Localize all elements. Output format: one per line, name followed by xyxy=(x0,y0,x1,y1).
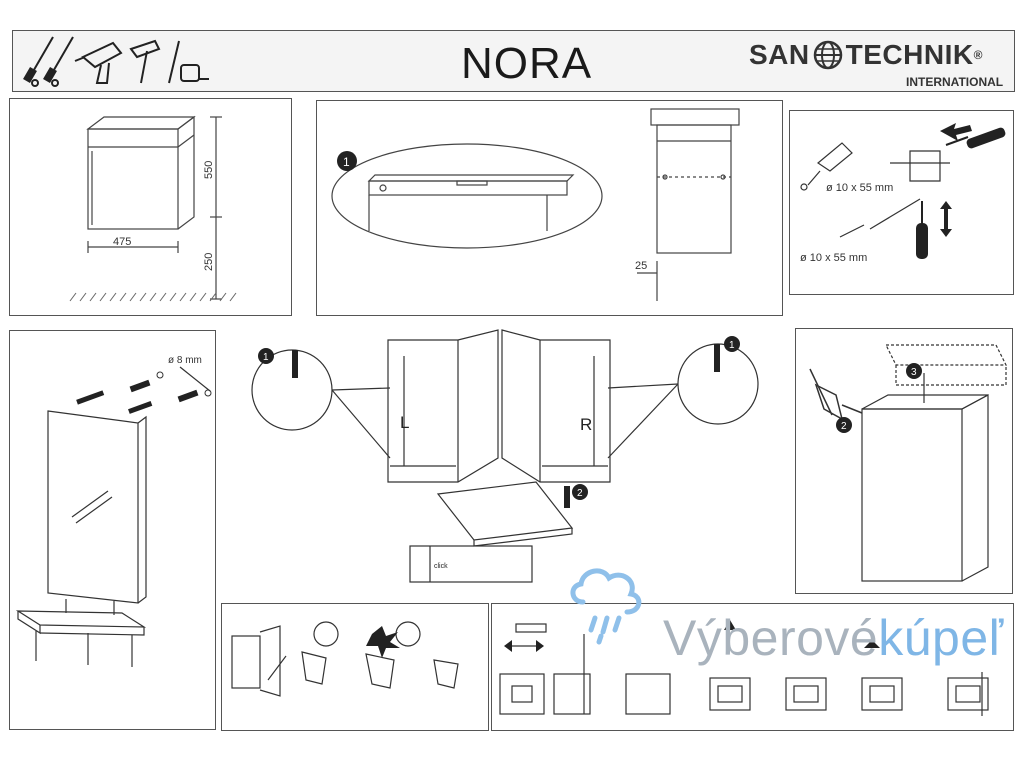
screwdriver-icon xyxy=(23,36,54,87)
screwdriver-icon xyxy=(916,201,928,259)
drill-icon xyxy=(74,41,123,84)
cloud-shower-icon xyxy=(570,568,642,645)
step-number: 2 xyxy=(577,488,583,499)
ruler-icon xyxy=(168,40,180,84)
brand-subtitle: INTERNATIONAL xyxy=(906,75,1004,89)
screwdriver-icon xyxy=(292,350,298,378)
screwdriver-icon xyxy=(714,344,720,372)
basin-drawing: 2 3 xyxy=(809,344,1007,582)
hole-size-label: ø 8 mm xyxy=(168,355,202,366)
panel-door-hinge xyxy=(221,603,489,731)
height-label: 550 xyxy=(203,161,215,179)
tape-measure-icon xyxy=(180,64,209,82)
panel-basin: 2 3 xyxy=(795,328,1013,594)
step-number: 3 xyxy=(911,367,917,378)
sealant-gun-icon xyxy=(809,368,863,421)
step-number: 2 xyxy=(841,421,847,432)
product-name: NORA xyxy=(461,39,593,88)
cabinet-dimension-drawing: 475 550 250 xyxy=(69,115,237,302)
wall-mount-drawing: 1 25 xyxy=(331,108,740,301)
click-burst-icon xyxy=(366,626,400,658)
globe-icon xyxy=(813,40,842,70)
step-number: 1 xyxy=(343,155,350,169)
watermark-accent: kúpeľ xyxy=(878,610,1004,666)
panel-hinge-adjust xyxy=(491,603,1014,731)
step-marker xyxy=(258,348,274,364)
arrow-icon xyxy=(504,620,880,652)
panel-drilling: ø 10 x 55 mm ø 10 x 55 mm xyxy=(789,110,1014,295)
step-number: 1 xyxy=(729,340,735,351)
header-bar: NORA SAN TECHNIK ® INTERNATIONAL xyxy=(12,30,1015,92)
screwdriver-icon xyxy=(945,127,1006,149)
step-number: 1 xyxy=(263,352,269,363)
panel-dimensions: 475 550 250 xyxy=(9,98,292,316)
drill-icon xyxy=(800,142,853,191)
hammer-icon xyxy=(129,39,161,84)
step-marker xyxy=(724,336,740,352)
clearance-label: 250 xyxy=(203,253,215,271)
watermark-text: Výberovékúpeľ xyxy=(663,609,1004,667)
hinge-adjustment-drawing xyxy=(499,620,989,716)
watermark-main: Výberové xyxy=(663,610,879,666)
brand-logo: SAN TECHNIK ® xyxy=(749,39,983,71)
hole-size-top: ø 10 x 55 mm xyxy=(826,182,893,194)
arrow-icon xyxy=(940,123,972,237)
panel-mirror: ø 8 mm xyxy=(9,330,216,730)
screwdriver-icon xyxy=(564,486,570,508)
screwdriver-icon xyxy=(43,36,74,87)
width-label: 475 xyxy=(113,236,131,248)
panel-hinges: 1 1 2 L R click xyxy=(240,326,768,598)
mirror-drawing: ø 8 mm xyxy=(15,355,212,667)
hinge-assembly-drawing: 1 1 2 L R click xyxy=(251,329,759,583)
step-marker xyxy=(906,363,922,379)
door-label-right: R xyxy=(580,415,592,434)
watermark: Výberovékúpeľ xyxy=(565,560,1024,670)
drilling-drawing: ø 10 x 55 mm ø 10 x 55 mm xyxy=(800,123,1006,264)
brand-trademark: ® xyxy=(973,48,983,62)
brand-left: SAN xyxy=(749,39,810,70)
screw-icon xyxy=(76,379,199,414)
hole-size-bottom: ø 10 x 55 mm xyxy=(800,252,867,264)
door-label-left: L xyxy=(400,413,409,432)
clip-label: click xyxy=(434,563,448,570)
step-marker xyxy=(572,484,588,500)
tool-icons xyxy=(23,36,209,87)
panel-wall-mount: 1 25 xyxy=(316,100,783,316)
door-hinge-drawing xyxy=(231,621,459,697)
offset-label: 25 xyxy=(635,260,647,272)
step-marker xyxy=(836,417,852,433)
brand-right: TECHNIK xyxy=(845,39,974,70)
step-marker xyxy=(337,151,357,171)
